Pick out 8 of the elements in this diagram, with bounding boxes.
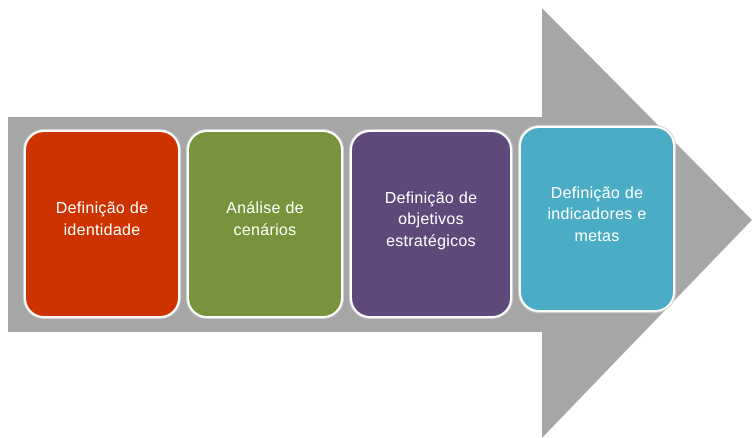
process-box [187,130,343,318]
step-label: Definição de indicadores e metas [546,184,648,247]
process-box [519,126,675,312]
process-box [350,130,512,318]
process-box [24,130,180,318]
step-label: Definição de identidade [54,199,150,241]
step-label: Análise de cenários [225,199,305,241]
step-label: Definição de objetivos estratégicos [384,188,478,252]
